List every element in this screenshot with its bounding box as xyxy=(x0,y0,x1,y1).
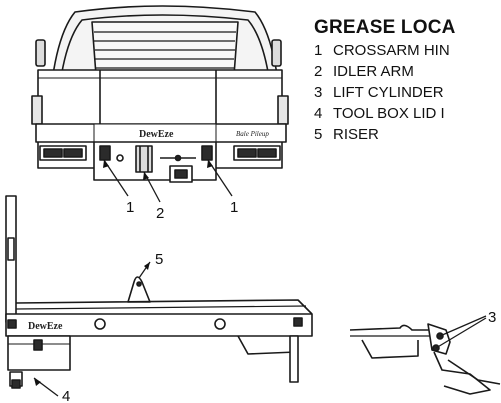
legend-item-label: LIFT CYLINDER xyxy=(333,84,444,101)
rear-bed xyxy=(37,69,283,133)
rear-view: DewEze Bale Pileup xyxy=(31,5,289,203)
left-mirror xyxy=(35,39,46,67)
callout-side-riser: 5 xyxy=(155,251,163,268)
left-tail-light xyxy=(39,145,87,161)
bed-rail xyxy=(15,299,313,315)
legend-item-number: 4 xyxy=(314,105,323,122)
callout-side-toolbox: 4 xyxy=(62,388,70,403)
callout-rear-left: 1 xyxy=(126,199,134,216)
detail-view xyxy=(349,315,501,395)
side-brand-text: DewEze xyxy=(28,321,63,332)
legend-item-label: TOOL BOX LID I xyxy=(333,105,445,122)
rear-brand-text: DewEze xyxy=(139,129,174,140)
legend-item-number: 2 xyxy=(314,63,323,80)
callout-rear-center: 2 xyxy=(156,205,164,222)
callout-detail-cylinder: 3 xyxy=(488,309,496,326)
legend-item-label: RISER xyxy=(333,126,379,143)
legend-item: 3 LIFT CYLINDER xyxy=(314,82,501,103)
rear-script-text: Bale Pileup xyxy=(236,130,269,138)
legend-item: 5 RISER xyxy=(314,124,501,145)
grease-legend: GREASE LOCA 1 CROSSARM HIN 2 IDLER ARM 3 LI… xyxy=(314,16,501,145)
legend-item-number: 5 xyxy=(314,126,323,143)
legend-item: 1 CROSSARM HIN xyxy=(314,40,501,61)
legend-item: 4 TOOL BOX LID I xyxy=(314,103,501,124)
legend-item-number: 1 xyxy=(314,42,323,59)
legend-item-label: IDLER ARM xyxy=(333,63,414,80)
detail-bed xyxy=(349,324,430,331)
legend-item: 2 IDLER ARM xyxy=(314,61,501,82)
legend-item-label: CROSSARM HIN xyxy=(333,42,450,59)
right-tail-light xyxy=(233,145,281,161)
riser xyxy=(127,276,151,303)
rear-lower-frame xyxy=(93,141,217,181)
legend-item-number: 3 xyxy=(314,84,323,101)
right-mirror xyxy=(271,39,282,67)
side-view: DewEze xyxy=(5,195,313,397)
callout-rear-right: 1 xyxy=(230,199,238,216)
side-body xyxy=(5,313,313,337)
legend-title: GREASE LOCA xyxy=(314,17,456,38)
